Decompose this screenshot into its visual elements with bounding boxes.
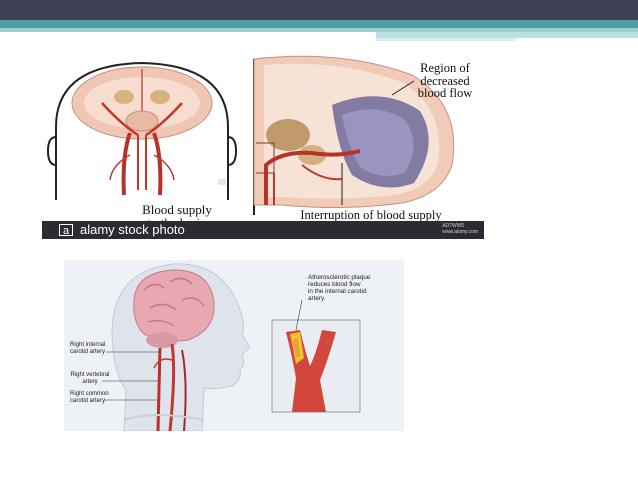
label-line: Right vertebral — [70, 372, 110, 378]
label-line: in the internal carotid — [308, 288, 367, 295]
stock-meta: AD7WW5 www.alamy.com — [442, 223, 478, 235]
label-decreased-flow: Region of decreased blood flow — [406, 62, 484, 100]
caption-line: Blood supply — [142, 202, 212, 217]
header-accent-stripe — [376, 32, 638, 38]
alamy-logo-icon: a — [59, 224, 73, 237]
stock-brand-text: alamy stock photo — [80, 222, 185, 237]
label-line: carotid artery — [70, 348, 106, 355]
label-common-carotid: Right common carotid artery — [70, 391, 109, 404]
label-line: Atherosclerotic plaque — [308, 274, 371, 281]
carotid-illustration — [64, 260, 404, 431]
label-internal-carotid: Right internal carotid artery — [70, 342, 105, 355]
header-bar — [0, 0, 638, 20]
label-line: Region of — [420, 61, 470, 75]
stock-image-id: AD7WW5 — [442, 223, 465, 229]
header-accent-band-light — [0, 28, 638, 32]
label-line: carotid artery — [70, 397, 106, 404]
header-accent-stripe-thin — [376, 38, 516, 41]
label-line: decreased — [420, 73, 470, 88]
label-line: artery — [82, 378, 98, 385]
label-line: Right internal — [70, 342, 106, 348]
header-accent-band — [0, 20, 638, 28]
stock-watermark-bar: a alamy stock photo AD7WW5 www.alamy.com — [42, 221, 484, 239]
brain-illustration — [42, 55, 484, 221]
brain-blood-supply-figure: Blood supply to the brain Interruption o… — [42, 55, 484, 239]
label-line: reduces blood flow — [308, 281, 361, 288]
stock-website: www.alamy.com — [442, 229, 478, 235]
label-line: blood flow — [417, 86, 473, 100]
label-line: artery. — [308, 295, 326, 302]
label-atherosclerotic-plaque: Atherosclerotic plaque reduces blood flo… — [308, 274, 404, 302]
label-vertebral-artery: Right vertebral artery — [70, 372, 110, 385]
caption-interruption: Interruption of blood supply — [300, 208, 442, 222]
carotid-artery-figure: Atherosclerotic plaque reduces blood flo… — [64, 260, 404, 431]
label-line: Right common — [70, 391, 109, 397]
